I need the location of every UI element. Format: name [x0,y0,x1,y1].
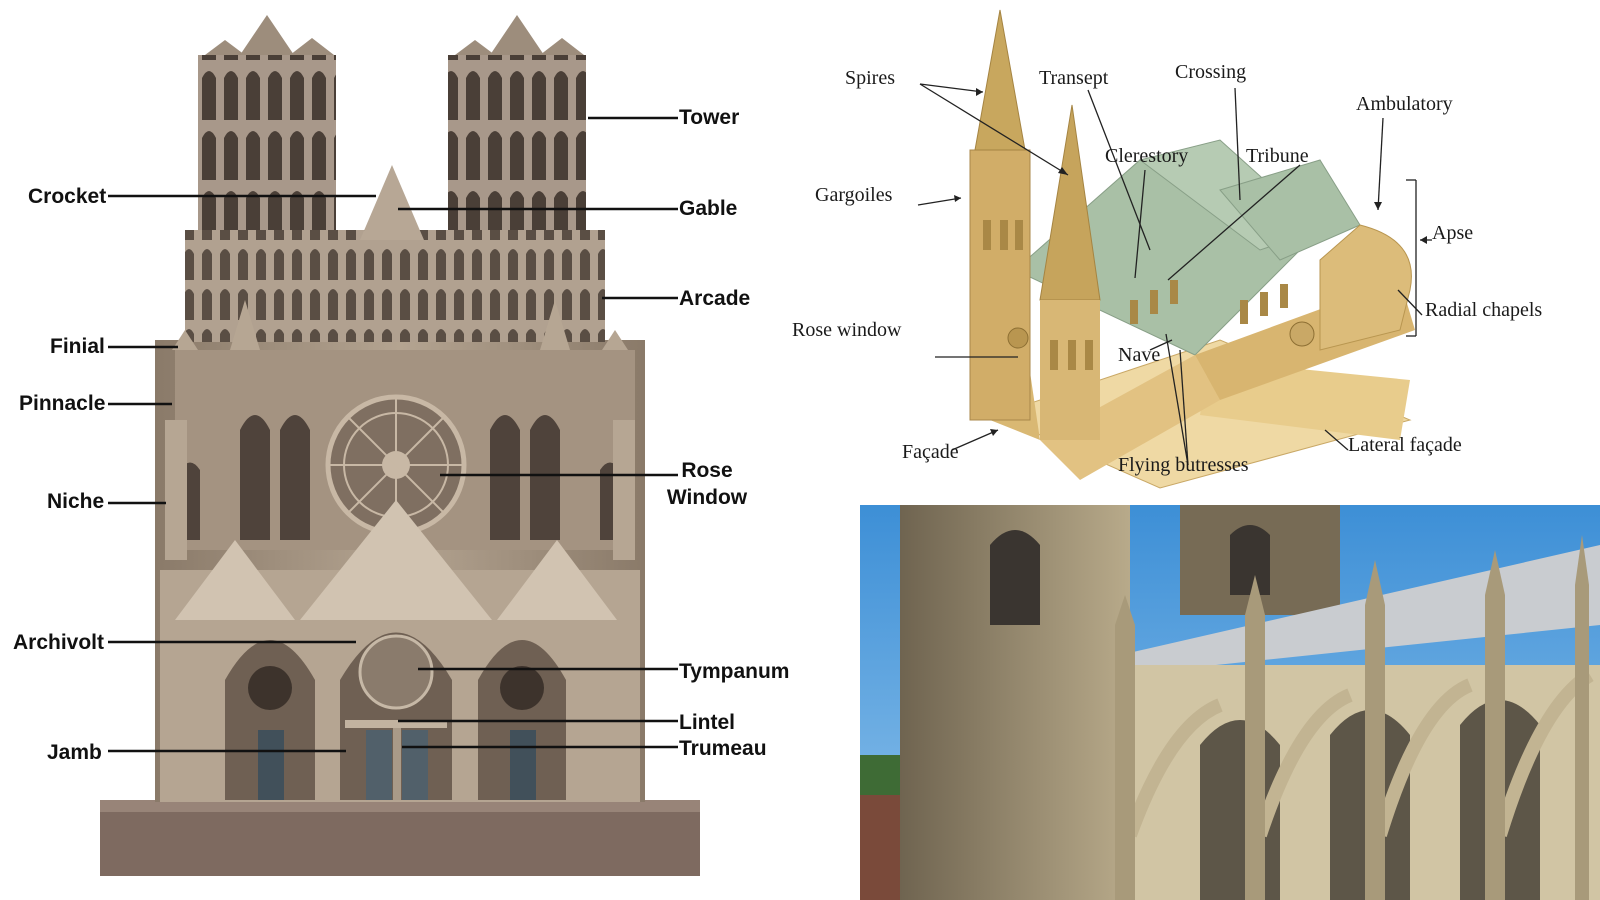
left-tower [198,15,336,235]
label-tower: Tower [679,106,740,129]
label-crossing: Crossing [1175,61,1247,83]
label-nave: Nave [1118,344,1161,366]
cutaway-leader-lines [917,83,1432,466]
label-clerestory: Clerestory [1105,145,1189,167]
flying-buttresses-photo [860,505,1600,900]
label-rose-window-line1: Rose [681,459,733,482]
cutaway-diagram: Spires Transept Crossing Ambulatory Cler… [792,0,1600,500]
central-gable [360,165,424,240]
label-pinnacle: Pinnacle [19,392,106,415]
tympanum-rose [358,634,434,710]
label-radial-chapels: Radial chapels [1425,299,1543,321]
arcade-band [185,230,605,342]
label-spires: Spires [845,67,895,89]
label-apse: Apse [1432,222,1474,244]
west-tower [969,149,1031,421]
label-ambulatory: Ambulatory [1356,93,1453,115]
apse-shape [1319,224,1412,351]
label-tympanum: Tympanum [679,660,790,683]
label-arcade: Arcade [679,287,751,310]
facade-leader-lines [108,116,678,753]
label-flying-butresses: Flying butresses [1118,454,1249,476]
label-rose-window: Rose Window [662,457,752,511]
buttresses-photo-illustration [860,505,1600,900]
label-facade: Façade [902,441,959,463]
label-tribune: Tribune [1246,145,1309,167]
label-trumeau: Trumeau [679,737,767,760]
label-gargoiles: Gargoiles [815,184,893,206]
left-spire [974,9,1026,151]
label-lintel: Lintel [679,711,735,734]
label-niche: Niche [47,490,105,513]
trumeau-post [393,728,401,800]
label-crocket: Crocket [28,185,107,208]
label-rose-window-line2: Window [666,486,748,509]
label-finial: Finial [50,335,105,358]
model-base [100,808,700,876]
label-rose-window-cutaway: Rose window [792,319,902,341]
facade-model-illustration [100,15,700,876]
cathedral-cutaway-illustration [917,9,1432,489]
label-archivolt: Archivolt [13,631,105,654]
facade-diagram: Tower Crocket Gable Arcade Finial Pinnac… [13,15,790,876]
label-gable: Gable [679,197,738,220]
lead-roof [1120,545,1600,675]
right-tower [448,15,586,235]
lintel-bar [345,720,447,728]
label-lateral-facade: Lateral façade [1348,434,1462,456]
label-transept: Transept [1039,67,1109,89]
label-jamb: Jamb [47,741,102,764]
